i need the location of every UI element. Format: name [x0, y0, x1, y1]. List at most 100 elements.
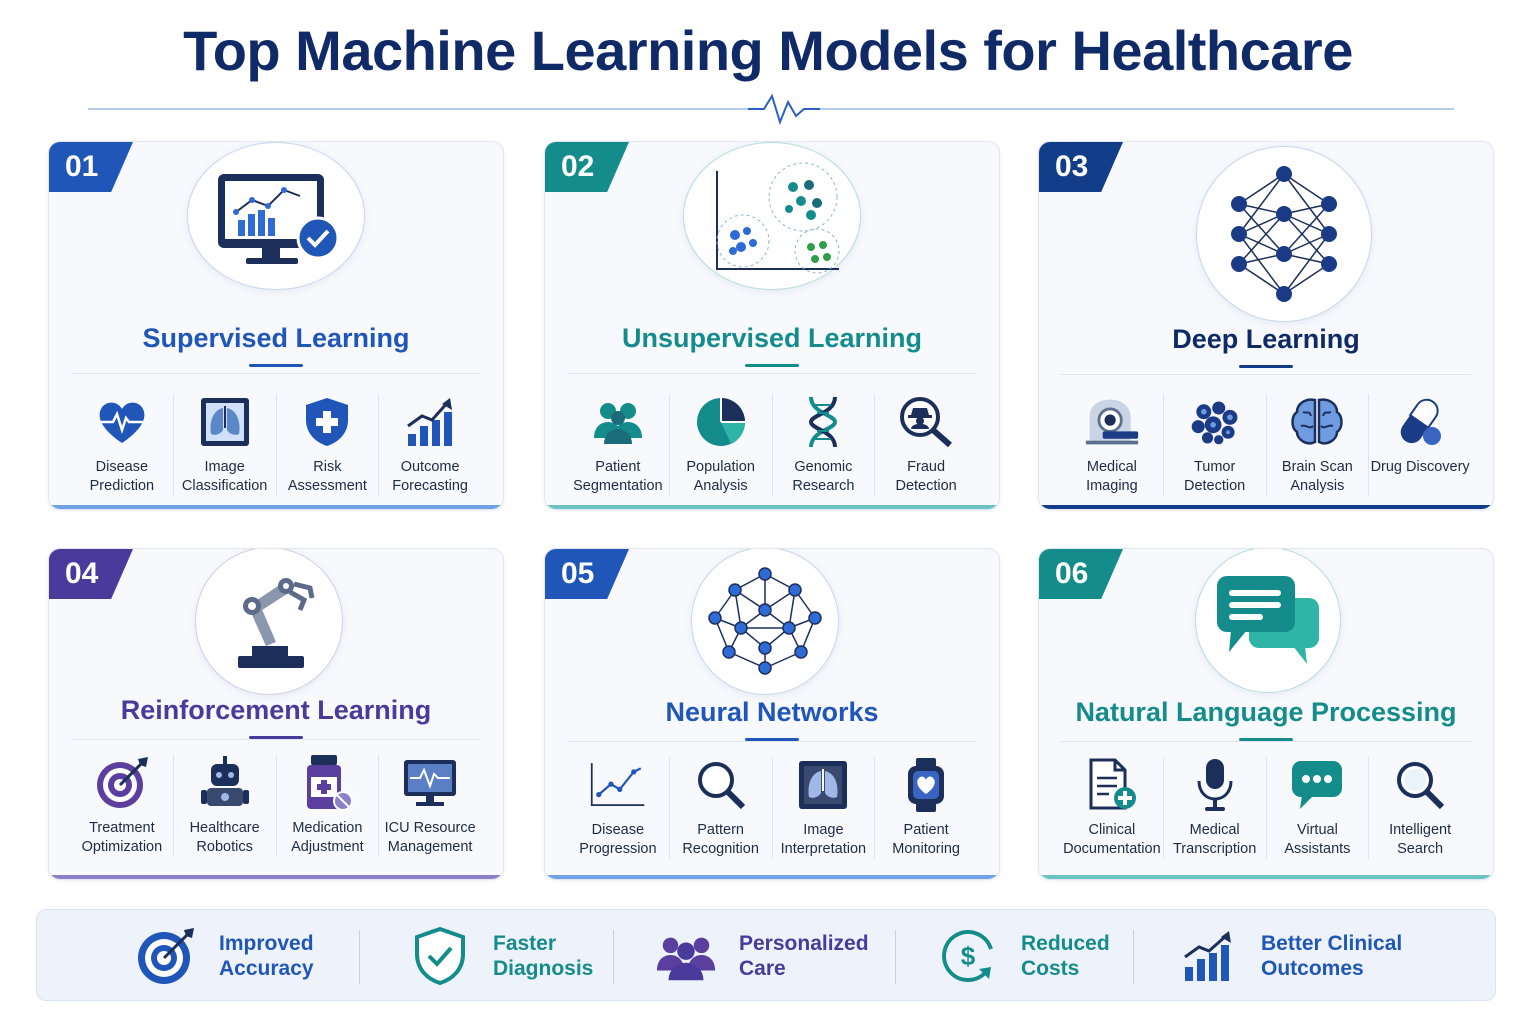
layered-network-icon [1196, 146, 1372, 322]
list-item[interactable]: Treatment Optimization [71, 755, 174, 857]
card-accent-bar [545, 875, 999, 879]
list-item[interactable]: Tumor Detection [1164, 394, 1267, 496]
list-item[interactable]: Image Interpretation [773, 757, 876, 859]
list-item[interactable]: Disease Prediction [71, 394, 174, 496]
svg-text:$: $ [961, 941, 976, 971]
target-arrow-icon [135, 925, 197, 987]
dna-icon [795, 394, 851, 450]
card-title: Natural Language Processing [1075, 697, 1457, 727]
shield-check-icon [409, 925, 471, 987]
list-item[interactable]: Population Analysis [670, 394, 773, 496]
list-item[interactable]: Healthcare Robotics [174, 755, 277, 857]
benefits-bar: Improved Accuracy Faster Diagnosis Perso… [36, 909, 1496, 1001]
list-item[interactable]: Clinical Documentation [1061, 757, 1164, 859]
item-label: Image Interpretation [780, 822, 867, 857]
item-label: Patient Segmentation [573, 459, 663, 494]
item-label: Brain Scan Analysis [1281, 459, 1353, 494]
card-accent-bar [545, 505, 999, 509]
card-accent-bar [1039, 875, 1493, 879]
card-supervised-learning[interactable]: 01 Supervised Learning Disease Predictio… [48, 141, 504, 510]
robot-icon [197, 755, 253, 811]
card-number-badge: 06 [1039, 549, 1123, 599]
card-divider [567, 373, 977, 374]
benefit-line1: Reduced [1021, 932, 1110, 955]
list-item[interactable]: Image Classification [174, 394, 277, 496]
benefit-line2: Diagnosis [493, 957, 594, 980]
card-items: Disease Progression Pattern Recognition … [567, 757, 977, 859]
card-neural-networks[interactable]: 05 Neural Networks [544, 548, 1000, 880]
capsule-icon [1392, 394, 1448, 450]
list-item[interactable]: Drug Discovery [1369, 394, 1471, 496]
benefit-separator [613, 930, 614, 984]
card-items: Clinical Documentation Medical Transcrip… [1061, 757, 1471, 859]
lung-xray-icon [795, 757, 851, 813]
item-label: Intelligent Search [1389, 822, 1452, 857]
list-item[interactable]: Medical Transcription [1164, 757, 1267, 859]
title-underline [745, 738, 799, 741]
lung-xray-icon [197, 394, 253, 450]
list-item[interactable]: Patient Monitoring [875, 757, 977, 859]
card-number-badge: 02 [545, 142, 629, 192]
card-items: Patient Segmentation Population Analysis… [567, 394, 977, 496]
card-divider [567, 741, 977, 742]
benefit-line1: Personalized [739, 932, 869, 955]
list-item[interactable]: Intelligent Search [1369, 757, 1471, 859]
magnifier-icon [693, 757, 749, 813]
shield-plus-icon [299, 394, 355, 450]
list-item[interactable]: Medical Imaging [1061, 394, 1164, 496]
cell-cluster-icon [1187, 394, 1243, 450]
monitor-chart-check-icon [187, 142, 365, 290]
card-number-badge: 01 [49, 142, 133, 192]
list-item[interactable]: Brain Scan Analysis [1267, 394, 1370, 496]
title-underline [249, 736, 303, 739]
list-item[interactable]: Risk Assessment [277, 394, 380, 496]
card-reinforcement-learning[interactable]: 04 Reinforcement Learning Treatment Opti… [48, 548, 504, 880]
card-number-badge: 03 [1039, 142, 1123, 192]
spy-magnifier-icon [898, 394, 954, 450]
benefit-line2: Care [739, 957, 786, 980]
card-natural-language-processing[interactable]: 06 Natural Language Processing Clinical … [1038, 548, 1494, 880]
list-item[interactable]: Pattern Recognition [670, 757, 773, 859]
item-label: Genomic Research [792, 459, 855, 494]
benefit-line2: Accuracy [219, 957, 314, 980]
list-item[interactable]: Genomic Research [773, 394, 876, 496]
list-item[interactable]: Fraud Detection [875, 394, 977, 496]
card-unsupervised-learning[interactable]: 02 Unsupervised Learning Patient Segment… [544, 141, 1000, 510]
heart-monitor-icon [402, 755, 458, 811]
list-item[interactable]: Disease Progression [567, 757, 670, 859]
benefit-separator [359, 930, 360, 984]
medicine-bottle-icon [299, 755, 355, 811]
cluster-scatter-icon [683, 142, 861, 290]
benefit-line1: Improved [219, 932, 314, 955]
card-number-badge: 04 [49, 549, 133, 599]
pie-chart-icon [693, 394, 749, 450]
card-divider [71, 739, 481, 740]
chat-dots-icon [1289, 757, 1345, 813]
benefit-faster-diagnosis: Faster Diagnosis [409, 910, 593, 1002]
item-label: Fraud Detection [895, 459, 957, 494]
list-item[interactable]: Medication Adjustment [277, 755, 380, 857]
card-divider [71, 373, 481, 374]
card-items: Disease Prediction Image Classification … [71, 394, 481, 496]
item-label: Virtual Assistants [1284, 822, 1351, 857]
item-label: Disease Prediction [89, 459, 155, 494]
list-item[interactable]: ICU Resource Management [379, 755, 481, 857]
card-deep-learning[interactable]: 03 Deep Learning Medical Imagi [1038, 141, 1494, 510]
list-item[interactable]: Virtual Assistants [1267, 757, 1370, 859]
item-label: Medication Adjustment [291, 820, 364, 855]
item-label: Medical Transcription [1172, 822, 1257, 857]
list-item[interactable]: Patient Segmentation [567, 394, 670, 496]
benefit-line1: Faster [493, 932, 557, 955]
card-accent-bar [1039, 505, 1493, 509]
heartbeat-divider [88, 93, 1454, 126]
card-number-badge: 05 [545, 549, 629, 599]
item-label: Treatment Optimization [81, 820, 163, 855]
card-items: Medical Imaging Tumor Detection Brain Sc… [1061, 394, 1471, 496]
list-item[interactable]: Outcome Forecasting [379, 394, 481, 496]
card-title: Reinforcement Learning [120, 695, 432, 725]
title-underline [1239, 738, 1293, 741]
bar-chart-arrow-icon [1177, 925, 1239, 987]
benefit-line2: Outcomes [1261, 957, 1364, 980]
card-title: Supervised Learning [142, 323, 410, 353]
item-label: Clinical Documentation [1063, 822, 1161, 857]
